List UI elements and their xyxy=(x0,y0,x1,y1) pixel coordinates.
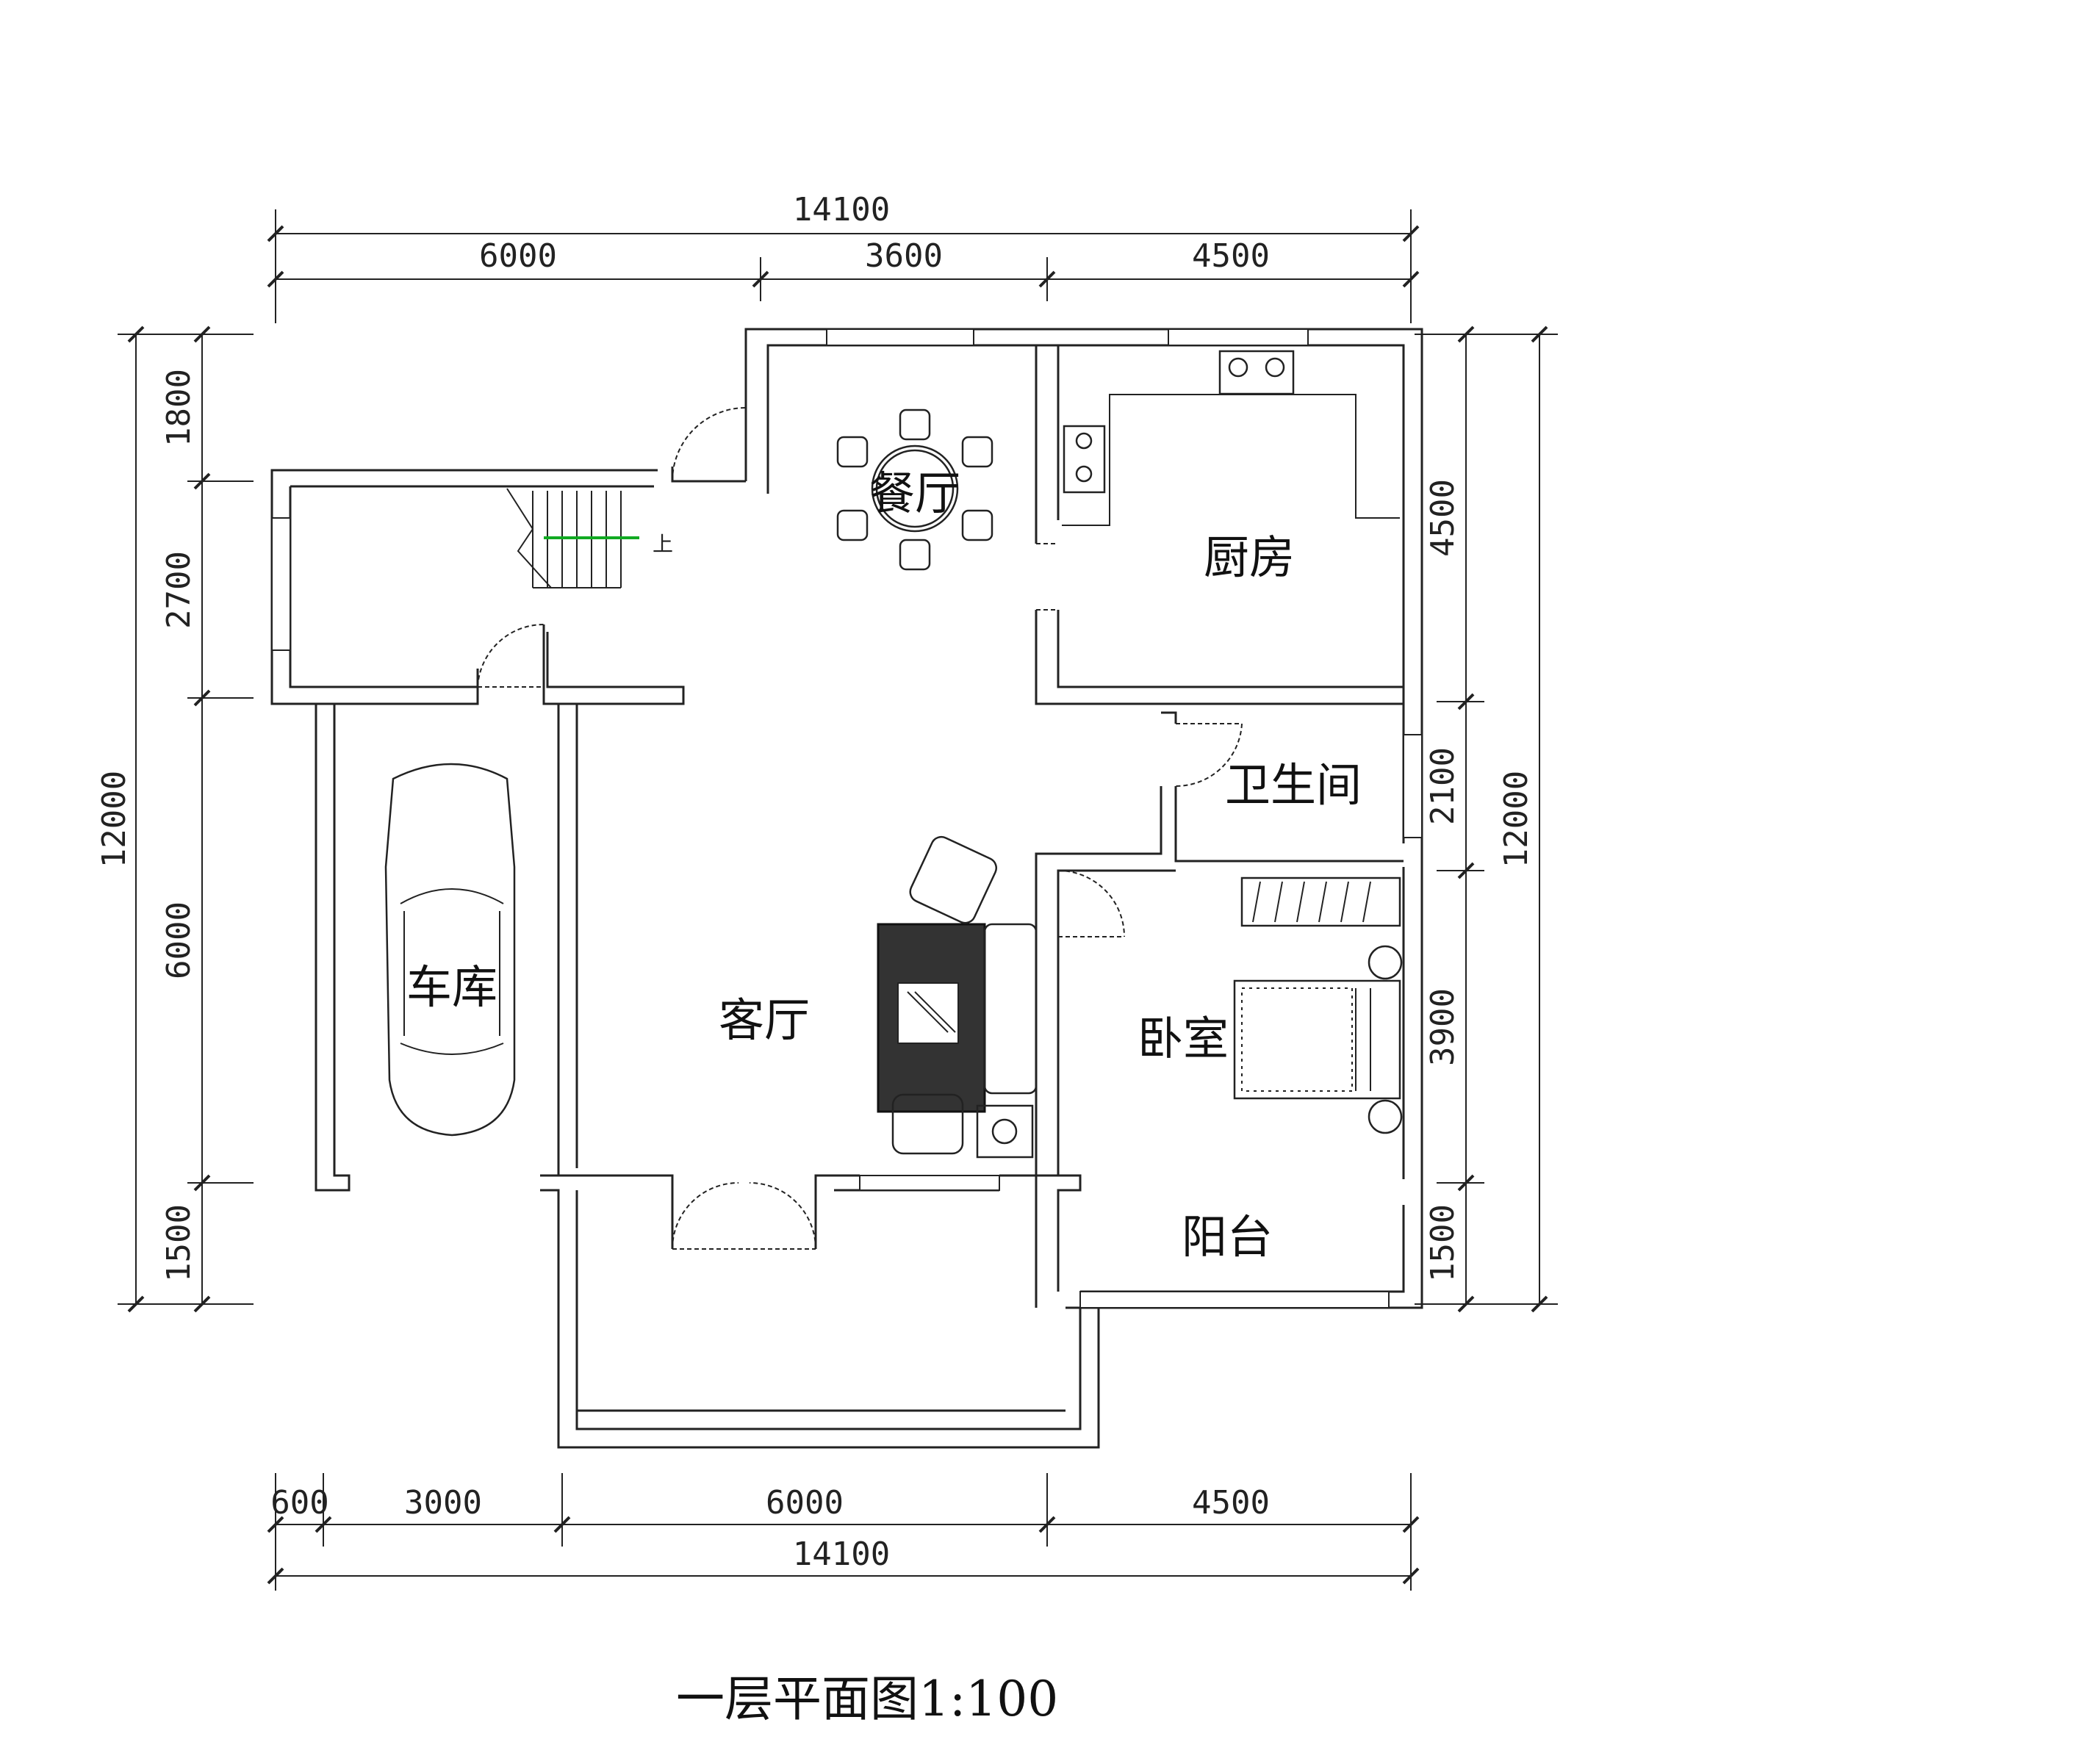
right-total-dim: 12000 xyxy=(1498,771,1535,868)
dining-table xyxy=(836,408,993,571)
drawing-title: 一层平面图1:100 xyxy=(676,1671,1058,1727)
door-entry xyxy=(672,406,747,482)
bottom-dim-3: 6000 xyxy=(766,1484,844,1522)
right-dim-3: 3900 xyxy=(1424,988,1462,1066)
window-bathroom xyxy=(1403,734,1423,838)
room-label-living: 客厅 xyxy=(719,993,810,1047)
window-dining xyxy=(826,328,974,346)
left-dim-4: 1500 xyxy=(160,1204,198,1282)
left-dim-3: 6000 xyxy=(160,901,198,979)
top-dimensions: 14100 6000 3600 4500 xyxy=(267,191,1420,323)
bottom-dimensions: 600 3000 6000 4500 14100 xyxy=(267,1473,1420,1591)
room-label-bedroom: 卧室 xyxy=(1138,1012,1229,1065)
door-kitchen xyxy=(1036,543,1058,611)
door-bedroom xyxy=(1057,870,1125,937)
room-label-kitchen: 厨房 xyxy=(1204,530,1295,584)
door-stair xyxy=(477,623,545,688)
nightstand-top xyxy=(1368,945,1403,980)
left-total-dim: 12000 xyxy=(96,771,133,868)
door-bathroom xyxy=(1175,723,1243,788)
right-dimensions: 4500 2100 3900 1500 12000 xyxy=(1415,325,1558,1313)
window-kitchen xyxy=(1168,328,1309,346)
doors xyxy=(477,406,1243,1250)
kitchen-fixtures xyxy=(1062,350,1400,526)
sofa xyxy=(983,923,1038,1095)
kitchen-stove xyxy=(1063,425,1106,494)
side-table xyxy=(976,1104,1034,1159)
stair-label: 上 xyxy=(653,532,673,556)
top-dim-1: 6000 xyxy=(479,237,557,275)
window-balcony xyxy=(1079,1291,1390,1308)
left-dim-2: 2700 xyxy=(160,551,198,629)
bed xyxy=(1233,979,1401,1100)
kitchen-sink xyxy=(1218,350,1295,395)
wardrobe xyxy=(1240,876,1401,927)
room-label-balcony: 阳台 xyxy=(1182,1210,1273,1264)
window-living xyxy=(859,1175,1000,1191)
right-dim-4: 1500 xyxy=(1424,1204,1462,1282)
living-furniture xyxy=(877,835,1038,1159)
car xyxy=(384,763,516,1137)
walls xyxy=(270,328,1423,1449)
room-label-bathroom: 卫生间 xyxy=(1225,758,1362,812)
staircase: 上 xyxy=(506,488,673,588)
bottom-dim-2: 3000 xyxy=(404,1484,482,1522)
nightstand-bottom xyxy=(1368,1099,1403,1134)
door-living-front xyxy=(672,1182,816,1250)
room-label-garage: 车库 xyxy=(406,960,497,1014)
bottom-dim-4: 4500 xyxy=(1192,1484,1270,1522)
windows xyxy=(271,328,1423,1308)
room-label-dining: 餐厅 xyxy=(869,467,960,520)
right-dim-2: 2100 xyxy=(1424,747,1462,825)
top-total-dim: 14100 xyxy=(793,191,890,228)
room-labels: 餐厅 厨房 卫生间 车库 客厅 卧室 阳台 xyxy=(406,467,1362,1264)
right-dim-1: 4500 xyxy=(1424,479,1462,557)
top-dim-3: 4500 xyxy=(1192,237,1270,275)
left-dim-1: 1800 xyxy=(160,369,198,447)
left-dimensions: 1800 2700 6000 1500 12000 xyxy=(96,325,254,1313)
bottom-dim-1: 600 xyxy=(270,1484,328,1522)
window-stair xyxy=(271,517,291,651)
bottom-total-dim: 14100 xyxy=(793,1536,890,1573)
bedroom-furniture xyxy=(1233,876,1403,1134)
top-dim-2: 3600 xyxy=(865,237,943,275)
